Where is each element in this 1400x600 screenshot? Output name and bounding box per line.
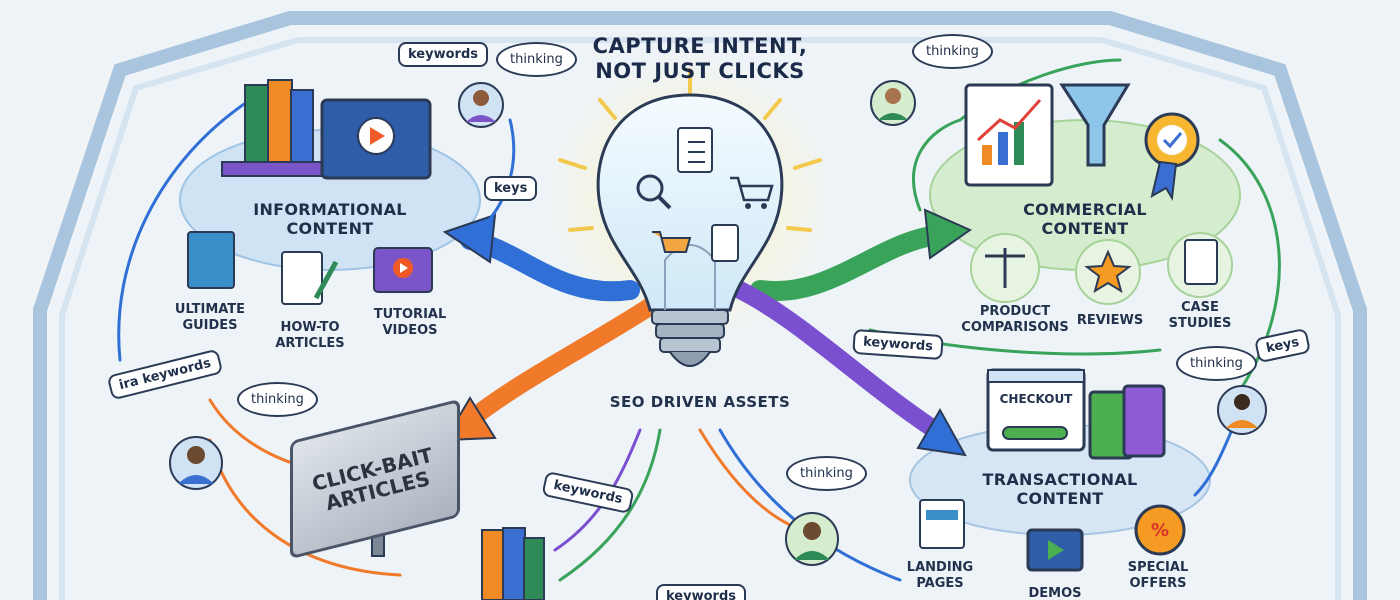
person-avatar-icon <box>1217 385 1267 435</box>
tag-keywords-bottom: keywords <box>656 584 746 600</box>
star-icon <box>1075 239 1141 305</box>
ultimate-guides-label: ULTIMATE GUIDES <box>174 302 246 333</box>
tag-keys-left: keys <box>484 176 538 201</box>
person-avatar-icon <box>458 82 504 128</box>
checkout-label: CHECKOUT <box>999 392 1073 406</box>
badge-icon <box>1144 112 1200 202</box>
case-studies-label: CASE STUDIES <box>1168 300 1232 331</box>
outer-frame-inner <box>59 37 1341 600</box>
outer-frame <box>33 11 1367 600</box>
percent-badge-icon <box>1134 504 1186 556</box>
cart-icon <box>730 176 774 209</box>
magnifier-icon <box>636 174 672 210</box>
checkout-button-graphic <box>1002 426 1068 440</box>
thinking-bubble-top-right: thinking <box>912 34 993 69</box>
video-player-icon <box>320 98 432 180</box>
bottom-books-icon <box>481 527 545 600</box>
special-offers-label: SPECIAL OFFERS <box>1127 560 1189 591</box>
informational-title: INFORMATIONAL CONTENT <box>253 200 407 239</box>
demo-monitor-icon <box>1026 528 1084 572</box>
transactional-title: TRANSACTIONAL CONTENT <box>982 470 1138 509</box>
reviews-label: REVIEWS <box>1076 313 1144 328</box>
scales-icon <box>970 233 1040 303</box>
arrow-head-transactional <box>916 407 967 457</box>
tutorial-videos-label: TUTORIAL VIDEOS <box>373 307 447 338</box>
tag-keywords-top-left: keywords <box>398 42 488 67</box>
demos-label: DEMOS <box>1028 586 1082 600</box>
arrow-to-commercial <box>750 225 950 302</box>
arrow-to-transactional <box>731 281 944 439</box>
how-to-articles-label: HOW-TO ARTICLES <box>275 320 345 351</box>
guide-book-icon <box>187 231 235 289</box>
product-comparisons-label: PRODUCT COMPARISONS <box>961 304 1069 335</box>
chart-icon <box>964 83 1054 187</box>
books-icon <box>221 79 333 177</box>
seo-driven-assets-label: SEO DRIVEN ASSETS <box>609 393 791 411</box>
funnel-icon <box>1059 83 1131 167</box>
arrow-to-clickbait <box>461 291 669 429</box>
thinking-bubble-right: thinking <box>1176 346 1257 381</box>
person-avatar-icon <box>785 512 839 566</box>
landing-pages-label: LANDING PAGES <box>906 560 974 591</box>
commercial-title: COMMERCIAL CONTENT <box>1023 200 1147 239</box>
scroll-icon <box>711 224 739 262</box>
thinking-bubble-bottom: thinking <box>786 456 867 491</box>
shopping-bags-icon <box>1088 384 1166 460</box>
thinking-bubble-left: thinking <box>237 382 318 417</box>
cart-icon-small <box>652 231 692 253</box>
bulb-rays <box>558 68 822 232</box>
person-avatar-icon <box>870 80 916 126</box>
thinking-bubble-top-left: thinking <box>496 42 577 77</box>
landing-page-icon <box>919 499 965 549</box>
page-title: CAPTURE INTENT, NOT JUST CLICKS <box>592 34 808 84</box>
tutorial-video-icon <box>373 247 433 293</box>
person-avatar-icon <box>169 436 223 490</box>
article-pencil-icon <box>281 251 339 305</box>
percent-glyph: % <box>1150 520 1170 541</box>
arrow-head-commercial <box>923 208 973 260</box>
certificate-icon <box>1167 232 1233 298</box>
checklist-icon <box>677 127 713 173</box>
